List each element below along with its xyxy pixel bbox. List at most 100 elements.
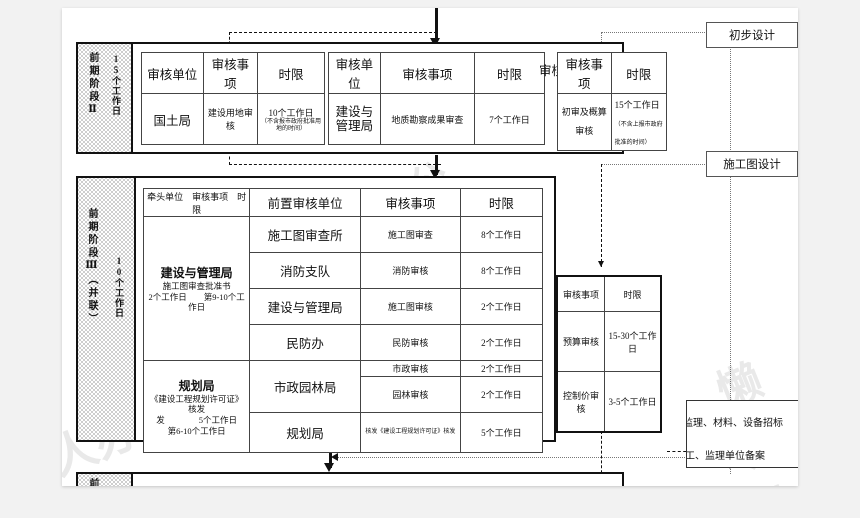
connector-clip-dash	[667, 451, 697, 452]
connector-dash-top	[229, 32, 437, 33]
cell-item: 初审及概算审核	[557, 93, 612, 151]
table-row: 建设与管理局 施工图审核 2个工作日	[144, 288, 544, 325]
stage2-table-1: 审核单位 审核事项 时限 国土局 建设用地审核 10个工作日 （不含报市政府批准…	[141, 52, 325, 145]
table-row: 规划局 《建设工程规划许可证》核发 发 5个工作日 第6-10个工作日 市政园林…	[142, 360, 544, 453]
col-header-unit: 审核单位	[141, 52, 204, 94]
side-label-construction-drawing-design[interactable]: 施工图设计	[706, 151, 798, 177]
connector-budget-arrow	[598, 261, 604, 267]
cell-unit: 建设与管理局	[328, 93, 381, 145]
cell-item: 园林审核	[359, 376, 461, 413]
clipped-right-box[interactable]: 工、监理、材料、设备招标 及施工、监理单位备案	[686, 400, 798, 468]
table-row: 牵头单位 审核事项 时限 前置审核单位 审核事项 时限	[142, 188, 544, 217]
cell-item: 市政审核	[359, 360, 461, 377]
cell-unit: 市政园林局	[249, 360, 361, 413]
table-row: 审核事项 时限	[556, 275, 662, 312]
connector-dot-mid	[601, 164, 731, 165]
cell-unit: 规划局	[249, 412, 361, 453]
cell-item: 地质勘察成果审查	[379, 93, 476, 145]
cell-item: 控制价审核	[556, 371, 606, 433]
cell-item: 核发《建设工程规划许可证》核发	[359, 412, 461, 453]
col-header-limit: 时限	[474, 52, 545, 94]
col-header-limit: 时限	[459, 188, 544, 217]
col-header-limit: 时限	[604, 275, 662, 312]
table-row: 审核事项 时限	[557, 52, 668, 94]
cell-limit: 2个工作日	[459, 360, 544, 377]
cell-limit: 3-5个工作日	[604, 371, 662, 433]
col-header-unit: 前置审核单位	[249, 188, 361, 217]
cell-item: 建设用地审核	[202, 93, 259, 145]
stage-2-name: 前期阶段Ⅱ	[87, 52, 98, 118]
table-row: 国土局 建设用地审核 10个工作日 （不含报市政府批准用地的时间）	[141, 93, 325, 145]
connector-top-vertical	[435, 8, 438, 40]
cell-limit: 7个工作日	[474, 93, 545, 145]
connector-mid-vertical	[435, 155, 438, 175]
bottom-stage-name: 前	[87, 478, 98, 486]
lead-group-0-detail2: 2个工作日 第9-10个工作日	[148, 291, 245, 313]
connector-mid-dash-left	[229, 151, 230, 165]
connector-mid-arrow	[430, 170, 440, 179]
table-row: 建设与管理局 施工图审查批准书 2个工作日 第9-10个工作日 施工图审查所 施…	[142, 216, 544, 361]
table-row: 审核单位 审核事项 时限	[141, 52, 325, 94]
cell-item: 施工图审核	[359, 288, 461, 325]
clipped-box-line-2: 及施工、监理单位备案	[686, 451, 765, 462]
table-row: 审核单位 审核事项 时限	[328, 52, 545, 94]
connector-bottom-vertical	[329, 442, 332, 468]
lead-group-1-unit: 规划局	[178, 378, 215, 393]
table-row: 建设与管理局 地质勘察成果审查 7个工作日	[328, 93, 545, 145]
col-header-unit: 审核单位	[328, 52, 381, 94]
cell-unit: 民防办	[249, 324, 361, 361]
col-header-item: 审核事项	[556, 275, 606, 312]
table-row: 控制价审核 3-5个工作日	[556, 371, 662, 433]
lead-group-1-detail2: 发 5个工作日 第6-10个工作日	[156, 415, 246, 436]
cell-limit: 2个工作日	[459, 288, 544, 325]
connector-budget-dash	[601, 164, 602, 267]
cell-limit-note: （不含报市政府批准用地的时间）	[261, 119, 322, 132]
clipped-box-line-1: 工、监理、材料、设备招标	[687, 418, 783, 429]
cell-item: 施工图审查	[359, 216, 461, 253]
cell-item: 消防审核	[359, 252, 461, 289]
connector-dot-top	[601, 32, 731, 33]
cell-limit: 15-30个工作日	[604, 311, 662, 372]
cell-limit: 15个工作日 （不含上报市政府批准的时间）	[610, 93, 668, 151]
stage-3-hatch-label: 前期阶段Ⅲ（并联） 10个工作日	[78, 178, 136, 440]
cell-unit: 建设与管理局	[249, 288, 361, 325]
cell-limit-value: 15个工作日	[614, 100, 660, 110]
lead-group-0-detail: 施工图审查批准书	[162, 281, 231, 292]
col-header-limit: 时限	[610, 52, 668, 94]
table-row: 园林审核 2个工作日	[144, 376, 544, 413]
col-header-item: 审核事项	[557, 52, 612, 94]
connector-bottom-dot	[333, 457, 733, 458]
cell-limit: 2个工作日	[459, 376, 544, 413]
side-label-preliminary-design[interactable]: 初步设计	[706, 22, 798, 48]
cell-limit: 8个工作日	[459, 252, 544, 289]
lead-group-0-unit: 建设与管理局	[160, 266, 233, 281]
cell-unit: 国土局	[141, 93, 204, 145]
cell-item: 预算审核	[556, 311, 606, 372]
diagram-canvas: 懒人办公 懒人办公 懒人办公 前期阶段Ⅱ 15个工作日 审核单位	[62, 8, 798, 486]
stage-2-hatch-label: 前期阶段Ⅱ 15个工作日	[78, 44, 133, 152]
budget-table: 审核事项 时限 预算审核 15-30个工作日 控制价审核 3-5个工作日	[556, 275, 662, 433]
cell-unit: 消防支队	[249, 252, 361, 289]
table-row: 预算审核 15-30个工作日	[556, 311, 662, 372]
connector-bottom-arrow	[324, 463, 334, 472]
cell-unit: 施工图审查所	[249, 216, 361, 253]
connector-bottom-left-arrow	[331, 453, 338, 461]
col-header-item: 审核事项	[359, 188, 461, 217]
stage-2-duration: 15个工作日	[111, 54, 121, 116]
cell-item: 民防审核	[359, 324, 461, 361]
stage-3-name: 前期阶段Ⅲ（并联）	[86, 208, 97, 326]
bottom-stage-hatch-label: 前	[78, 474, 133, 486]
cell-limit: 5个工作日	[459, 412, 544, 453]
lead-group-0: 建设与管理局 施工图审查批准书 2个工作日 第9-10个工作日	[142, 216, 251, 361]
side-label-text: 施工图设计	[723, 159, 781, 171]
table-row: 消防支队 消防审核 8个工作日	[144, 252, 544, 289]
col-header-limit: 时限	[257, 52, 325, 94]
cell-limit: 2个工作日	[459, 324, 544, 361]
col-header-item: 审核事项	[202, 52, 259, 94]
cell-limit-value: 10个工作日	[268, 108, 314, 119]
stage3-table: 牵头单位 审核事项 时限 前置审核单位 审核事项 时限 建设与管理局 施工图审查…	[142, 188, 544, 453]
col-header-item: 审核事项	[379, 52, 476, 94]
lead-group-1: 规划局 《建设工程规划许可证》核发 发 5个工作日 第6-10个工作日	[142, 360, 251, 453]
stage2-table-2: 审核单位 审核事项 时限 建设与管理局 地质勘察成果审查 7个工作日	[328, 52, 545, 145]
bottom-stage-container	[76, 472, 624, 486]
